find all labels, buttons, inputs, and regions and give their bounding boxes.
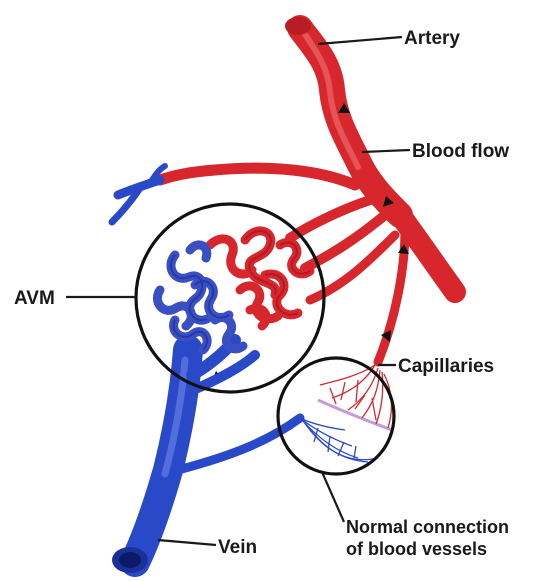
normal-connection-label-line1: Normal connection [346, 517, 509, 537]
arterial-tree [160, 17, 455, 362]
avm-tangle [157, 231, 310, 350]
avm-highlight-ring [136, 204, 324, 392]
capillaries-label: Capillaries [398, 356, 494, 377]
venous-tree [112, 166, 300, 573]
avm-label: AVM [14, 288, 55, 309]
normal-connection-label-line2: of blood vessels [346, 539, 487, 559]
capillary-bed [300, 365, 392, 462]
artery-label: Artery [404, 28, 460, 49]
blood-flow-label: Blood flow [412, 141, 509, 162]
vein-label: Vein [218, 537, 257, 558]
